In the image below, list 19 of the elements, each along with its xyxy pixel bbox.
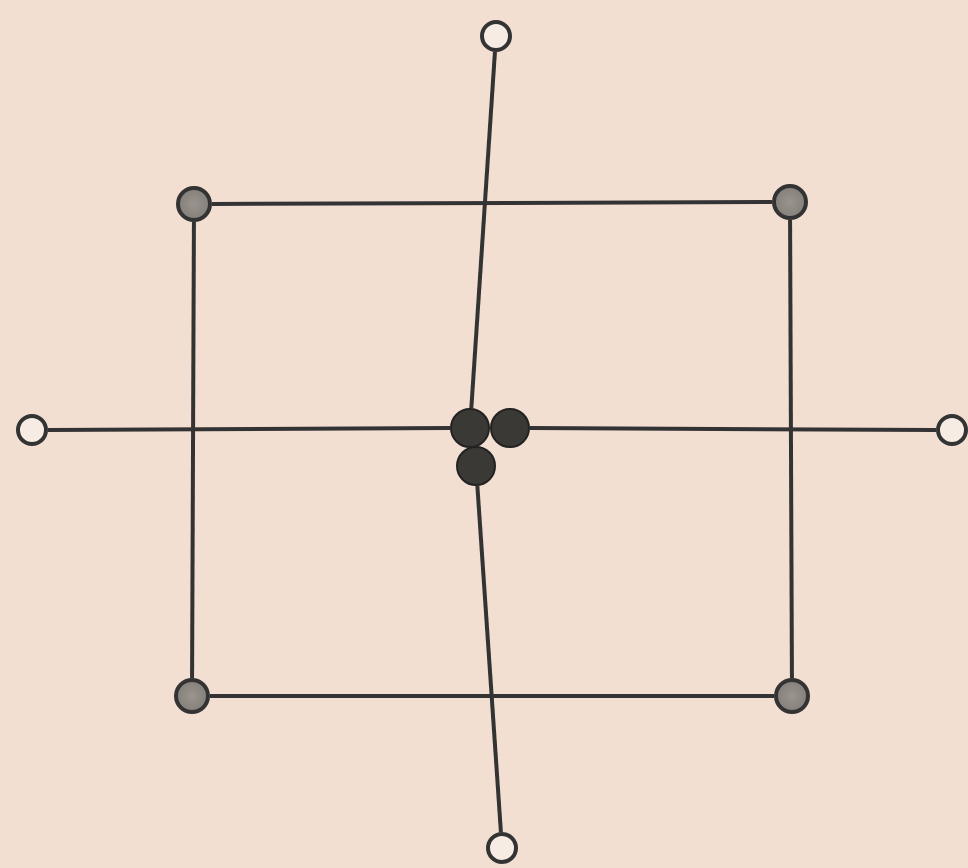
line bbox=[48, 426, 450, 432]
open-circle bbox=[480, 20, 512, 52]
shaded-circle bbox=[772, 184, 808, 220]
line bbox=[190, 222, 196, 678]
line bbox=[469, 51, 497, 409]
dark-circle bbox=[450, 408, 490, 448]
line bbox=[788, 220, 794, 678]
dark-circle bbox=[456, 446, 496, 486]
line bbox=[210, 694, 774, 698]
open-circle bbox=[486, 832, 518, 864]
dark-circle bbox=[490, 408, 530, 448]
shaded-circle bbox=[174, 678, 210, 714]
open-circle bbox=[16, 414, 48, 446]
line bbox=[530, 426, 936, 432]
line bbox=[475, 485, 503, 833]
open-circle bbox=[936, 414, 968, 446]
line bbox=[212, 200, 772, 206]
shaded-circle bbox=[774, 678, 810, 714]
shaded-circle bbox=[176, 186, 212, 222]
